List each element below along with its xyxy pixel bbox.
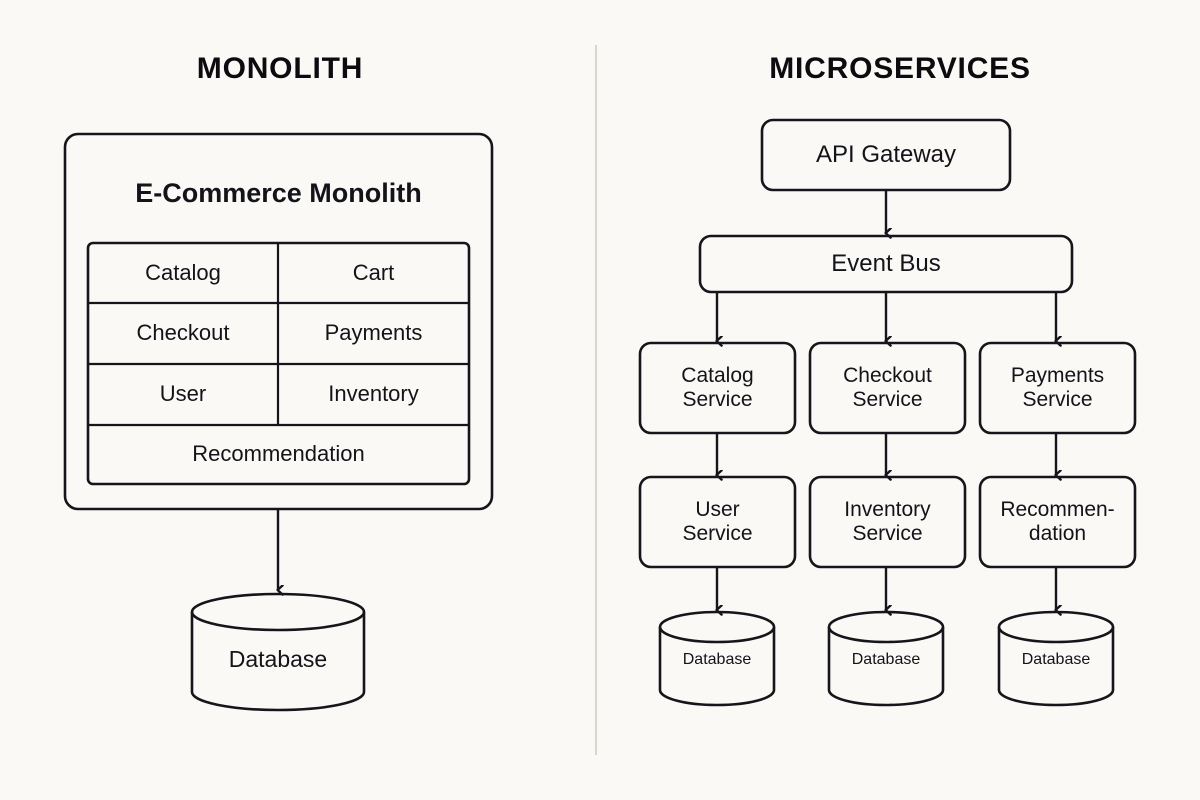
service-database-label-3[interactable]: Database — [1021, 651, 1091, 669]
module-cell-recommendation[interactable]: Recommendation — [192, 441, 365, 467]
service-database-label-2[interactable]: Database — [851, 651, 921, 669]
api-gateway-label[interactable]: API Gateway — [815, 140, 957, 168]
service-label-inventory[interactable]: Inventory Service — [844, 498, 931, 545]
service-label-recommendation[interactable]: Recommen- dation — [1000, 498, 1115, 545]
service-label-catalog[interactable]: Catalog Service — [681, 364, 754, 411]
service-label-user[interactable]: User Service — [682, 498, 753, 545]
module-cell-inventory[interactable]: Inventory — [328, 381, 419, 407]
panel-title-monolith: MONOLITH — [196, 52, 364, 85]
module-cell-payments[interactable]: Payments — [324, 320, 423, 346]
module-cell-cart[interactable]: Cart — [352, 259, 395, 285]
event-bus-label[interactable]: Event Bus — [831, 249, 941, 277]
service-label-payments[interactable]: Payments Service — [1010, 364, 1105, 411]
service-database-label-1[interactable]: Database — [682, 651, 752, 669]
module-cell-checkout[interactable]: Checkout — [136, 320, 230, 346]
module-cell-user[interactable]: User — [159, 381, 207, 407]
panel-title-microservices: MICROSERVICES — [769, 52, 1031, 85]
monolith-container-title: E-Commerce Monolith — [135, 177, 422, 208]
monolith-database-label[interactable]: Database — [228, 646, 328, 673]
service-label-checkout[interactable]: Checkout Service — [843, 364, 932, 411]
module-cell-catalog[interactable]: Catalog — [145, 259, 221, 285]
